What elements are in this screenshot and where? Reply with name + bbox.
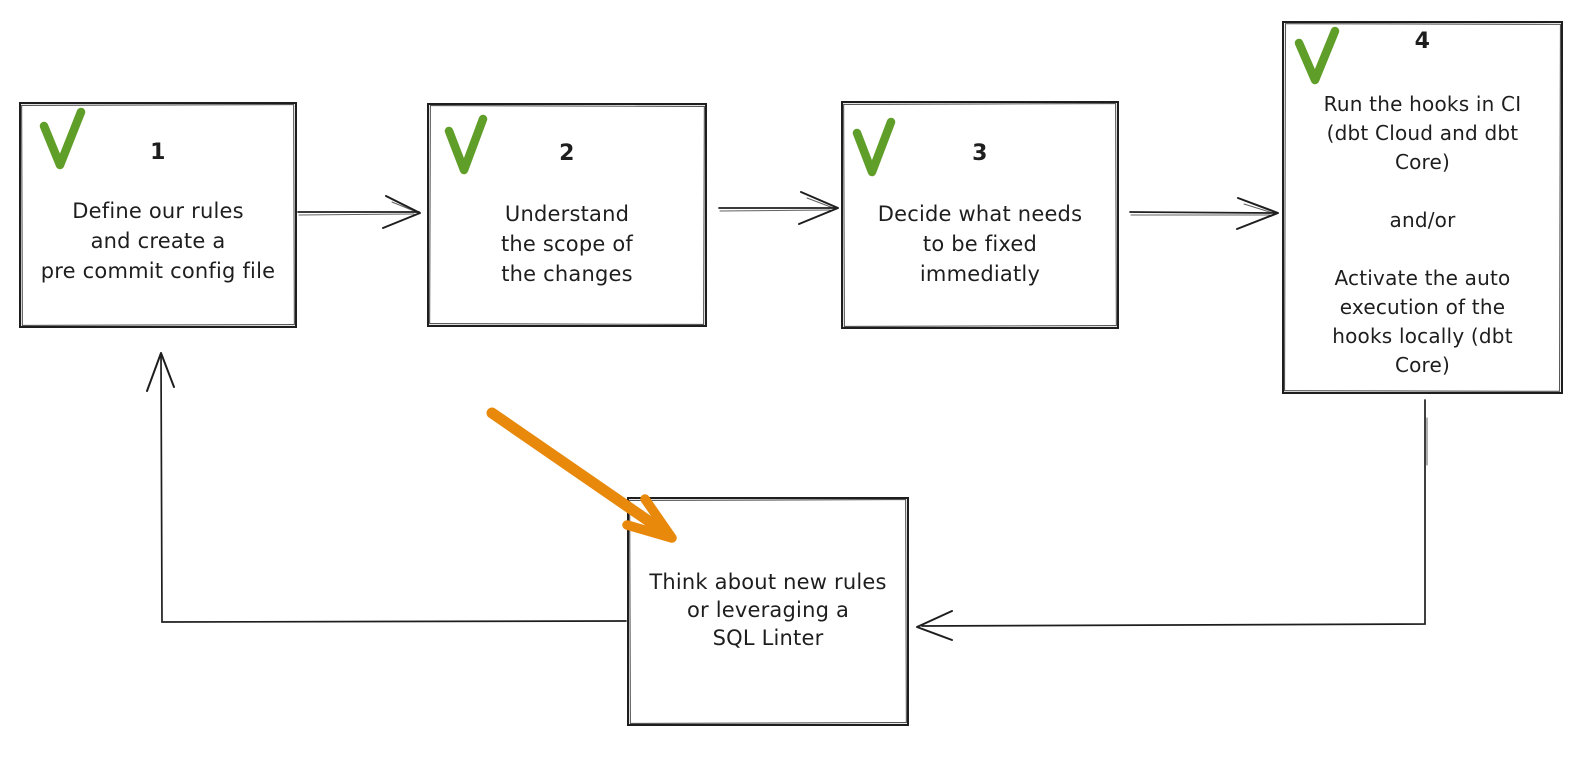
- arrow-step4-to-feedback: [916, 399, 1428, 641]
- step-text-1: Define our rules and create a pre commit…: [40, 199, 276, 283]
- arrow-feedback-to-step1: [146, 352, 627, 623]
- arrow-step1-to-step2: [297, 195, 421, 229]
- step-box-4: [1282, 21, 1563, 394]
- step-box-3: [841, 101, 1119, 329]
- step-text-4: Run the hooks in CI (dbt Cloud and dbt C…: [1323, 92, 1522, 377]
- step-box-1: [19, 102, 297, 328]
- step-number-4: 4: [1414, 29, 1431, 54]
- step-text-3: Decide what needs to be fixed immediatly: [877, 202, 1083, 286]
- step-box-2: [427, 103, 707, 327]
- checkmark-icon-step4: [1294, 26, 1340, 85]
- checkmark-icon-step3: [852, 117, 896, 177]
- step-number-3: 3: [972, 141, 988, 166]
- step-text-2: Understand the scope of the changes: [500, 202, 634, 286]
- checkmark-icon-step2: [444, 114, 488, 175]
- step-number-2: 2: [559, 141, 575, 166]
- arrow-step2-to-step3: [718, 191, 839, 225]
- checkmark-icon-step1: [39, 107, 86, 170]
- step-number-1: 1: [150, 140, 166, 165]
- arrow-step3-to-step4: [1129, 197, 1279, 230]
- orange-annotation-arrow-icon: [486, 407, 677, 543]
- feedback-text: Think about new rules or leveraging a SQ…: [649, 570, 887, 650]
- feedback-box: [627, 497, 909, 726]
